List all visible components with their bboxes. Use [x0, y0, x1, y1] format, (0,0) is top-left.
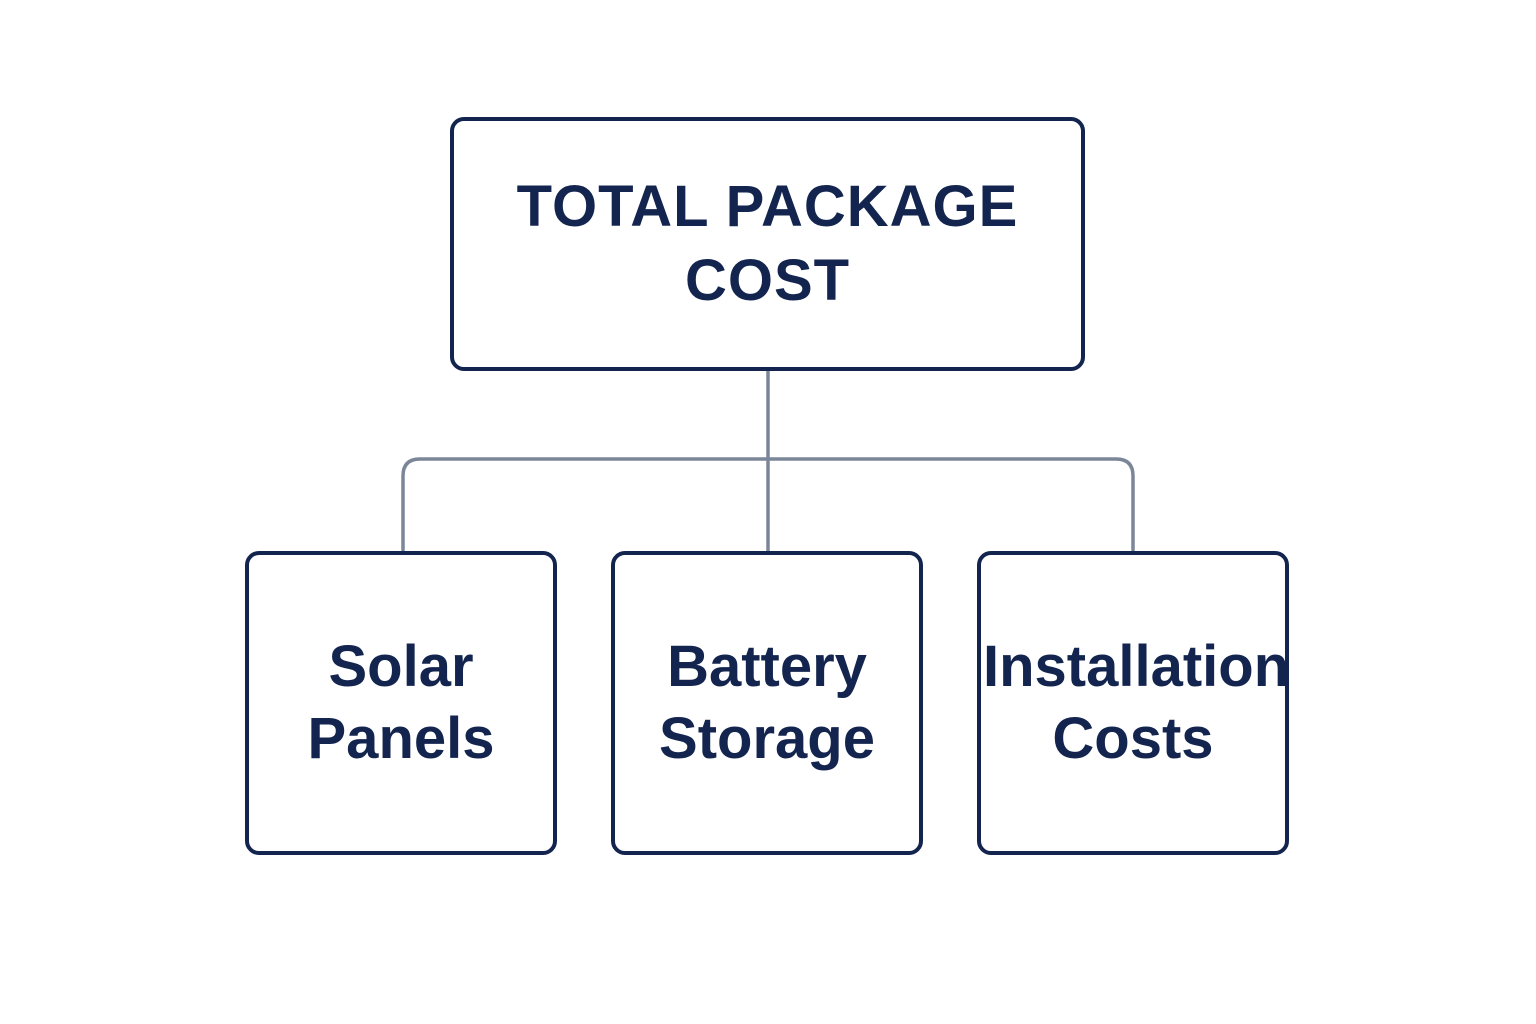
total-package-cost-label: TOTAL PACKAGE COST — [516, 174, 1019, 313]
branch-bar-connector — [401, 457, 1135, 551]
installation-costs-node: Installation Costs — [977, 551, 1289, 855]
total-package-cost-node: TOTAL PACKAGE COST — [450, 117, 1085, 371]
installation-costs-label: Installation Costs — [983, 634, 1290, 771]
solar-panels-label: Solar Panels — [307, 634, 495, 771]
battery-storage-label: Battery Storage — [659, 634, 875, 771]
battery-storage-node: Battery Storage — [611, 551, 923, 855]
solar-panels-node: Solar Panels — [245, 551, 557, 855]
